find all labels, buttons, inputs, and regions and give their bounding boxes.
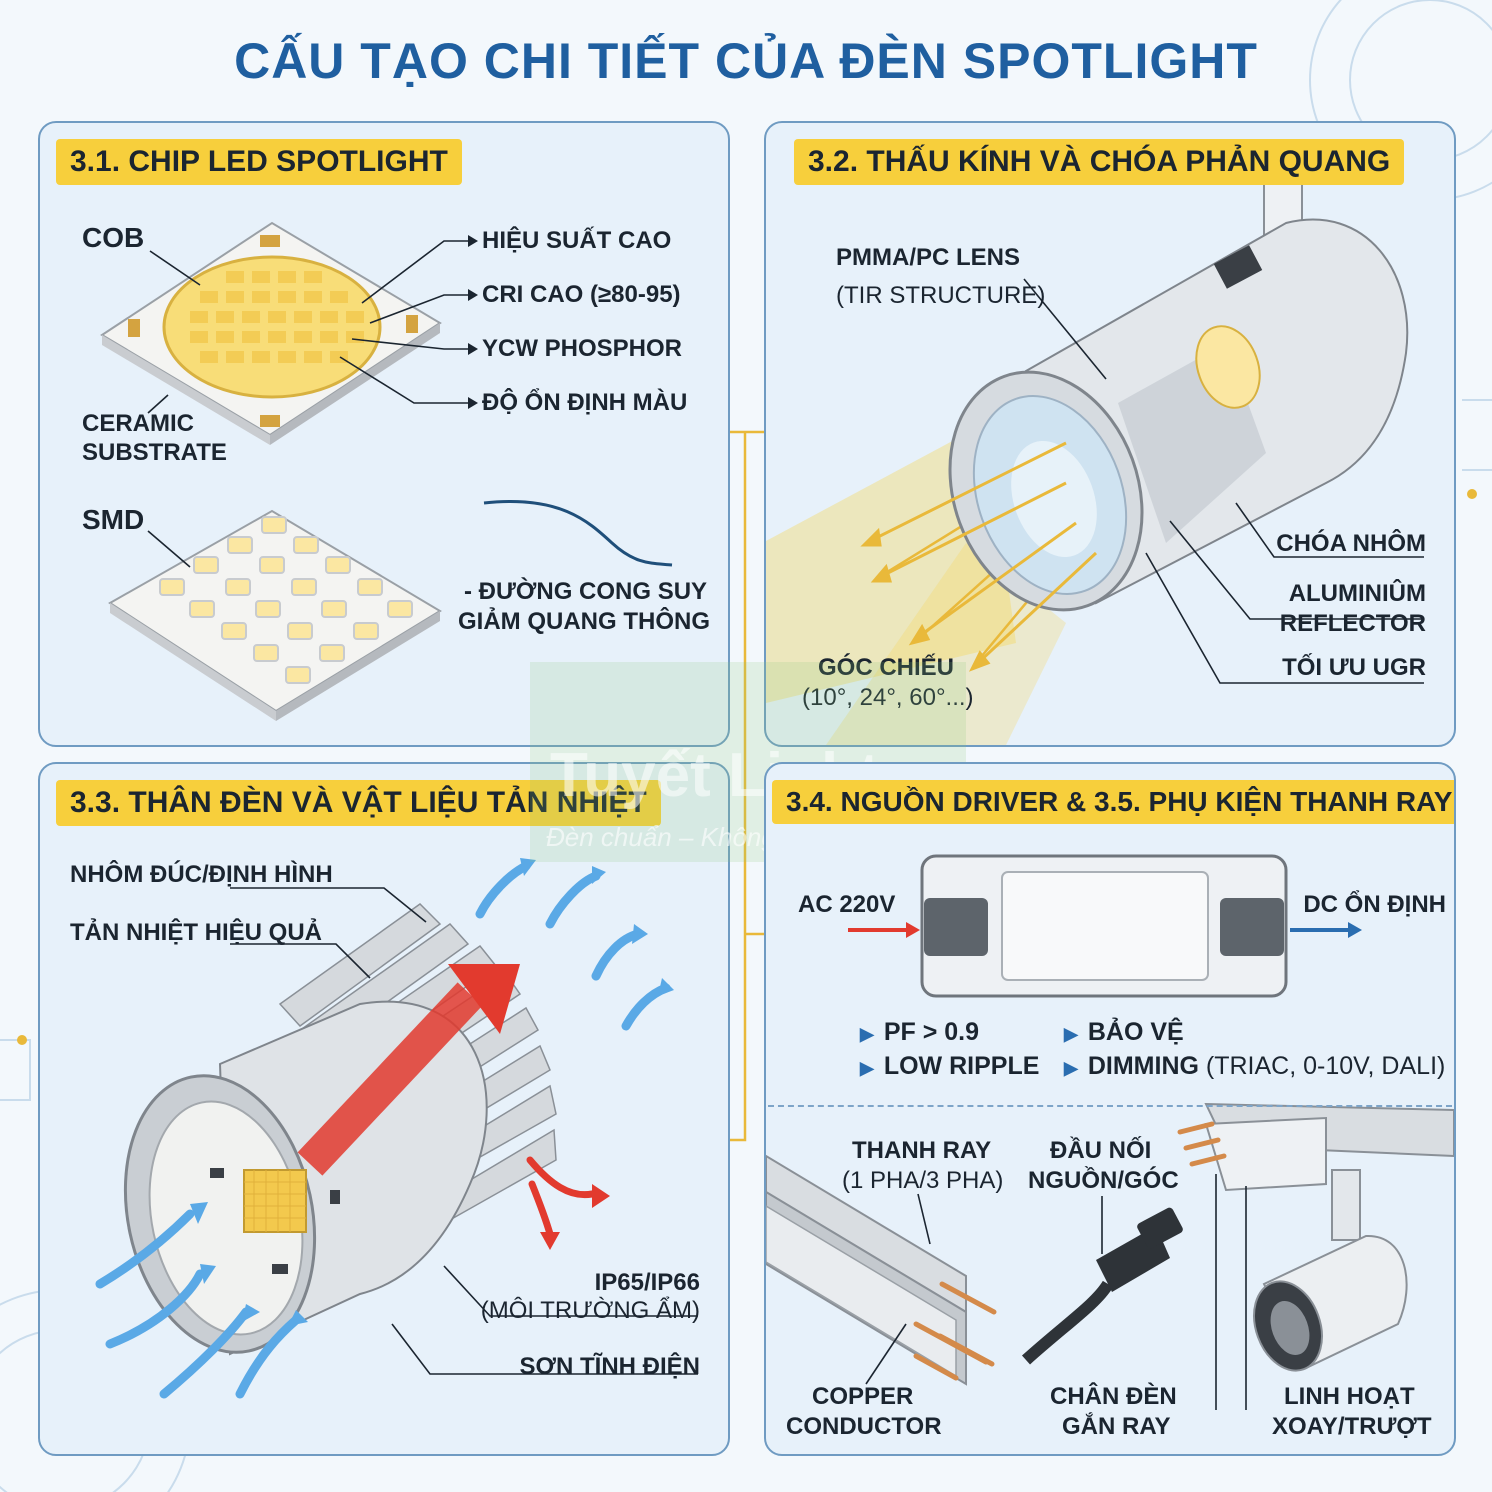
bullet-dimming: ▶ DIMMING (TRIAC, 0-10V, DALI) [1064,1052,1445,1081]
paint-label: SƠN TĨNH ĐIỆN [519,1353,700,1380]
bullet-protection: ▶ BẢO VỆ [1064,1018,1184,1047]
reflector-label-1: CHÓA NHÔM [1276,530,1426,557]
reflector-label-3: REFLECTOR [1279,610,1426,637]
curve-label-2: GIẢM QUANG THÔNG [458,608,710,635]
panel-chip-led: 3.1. CHIP LED SPOTLIGHT [38,121,730,747]
flex-label-1: LINH HOẠT [1284,1383,1415,1410]
page-title: CẤU TẠO CHI TIẾT CỦA ĐÈN SPOTLIGHT [234,33,1258,89]
driver-track-illustration [766,854,1454,1410]
panel-2-header: 3.2. THẤU KÍNH VÀ CHÓA PHẢN QUANG [794,139,1405,185]
flex-label-2: XOAY/TRƯỢT [1272,1413,1432,1440]
rail-label: THANH RAY [852,1137,992,1164]
panel-body-heatsink: 3.3. THÂN ĐÈN VÀ VẬT LIỆU TẢN NHIỆT NHÔM… [38,762,730,1456]
copper-label-1: COPPER [812,1383,914,1410]
bullet-ripple: ▶ LOW RIPPLE [860,1052,1039,1081]
bullet-triangle-icon: ▶ [860,1024,874,1044]
copper-label-2: CONDUCTOR [786,1413,942,1440]
feature-1: HIỆU SUẤT CAO [482,227,672,254]
connector-label-2: NGUỒN/GÓC [1028,1167,1179,1194]
bullet-protection-text: BẢO VỆ [1087,1018,1184,1046]
ac-input-label: AC 220V [798,891,896,918]
lens-sub-label: (TIR STRUCTURE) [836,282,1046,309]
dc-output-label: DC ỔN ĐỊNH [1303,891,1446,918]
feature-2: CRI CAO (≥80-95) [482,281,681,308]
feature-4: ĐỘ ỔN ĐỊNH MÀU [482,389,688,416]
panel-4-header: 3.4. NGUỒN DRIVER & 3.5. PHỤ KIỆN THANH … [772,780,1454,824]
panel-driver-track: 3.4. NGUỒN DRIVER & 3.5. PHỤ KIỆN THANH … [764,762,1456,1456]
bullet-pf: ▶ PF > 0.9 [860,1018,979,1047]
bullet-triangle-icon: ▶ [860,1058,874,1078]
reflector-label-2: ALUMINIÛM [1288,580,1426,607]
ceramic-label-1: CERAMIC [82,410,194,437]
feature-3: YCW PHOSPHOR [482,335,683,362]
aluminum-label: NHÔM ĐÚC/ĐỊNH HÌNH [70,861,333,888]
panel-3-header: 3.3. THÂN ĐÈN VÀ VẬT LIỆU TẢN NHIỆT [56,780,661,826]
panel-lens-reflector: 3.2. THẤU KÍNH VÀ CHÓA PHẢN QUANG PMMA/P… [764,121,1456,747]
heatsink-illustration [95,858,698,1399]
connector-label-1: ĐẦU NỐI [1050,1137,1152,1164]
bullet-triangle-icon: ▶ [1064,1024,1078,1044]
cob-label: COB [82,222,145,253]
ip-rating-label: IP65/IP66 [594,1269,700,1296]
mount-label-1: CHÂN ĐÈN [1050,1383,1177,1410]
cob-chip-illustration [100,221,673,721]
section-divider [768,1105,1452,1107]
smd-label: SMD [82,504,145,535]
bullet-triangle-icon: ▶ [1064,1058,1078,1078]
spotlight-lens-illustration [766,182,1424,745]
curve-label-1: - ĐƯỜNG CONG SUY [464,578,708,605]
reflector-label-4: TỐI ƯU UGR [1282,654,1426,681]
bullet-ripple-text: LOW RIPPLE [883,1052,1040,1080]
ip-rating-sub-label: (MÔI TRƯỜNG ẨM) [480,1297,700,1324]
panel-1-header: 3.1. CHIP LED SPOTLIGHT [56,139,462,185]
dimming-sub-text: (TRIAC, 0-10V, DALI) [1205,1052,1446,1080]
beam-angle-label: GÓC CHIẾU [818,654,955,681]
beam-angle-sub-label: (10°, 24°, 60°...) [802,684,974,711]
heat-dissipation-label: TẢN NHIỆT HIỆU QUẢ [70,919,322,946]
bullet-dimming-text: DIMMING [1087,1052,1199,1080]
lens-label: PMMA/PC LENS [836,244,1021,271]
bullet-pf-text: PF > 0.9 [883,1018,980,1046]
rail-sub-label: (1 PHA/3 PHA) [842,1167,1004,1194]
ceramic-label-2: SUBSTRATE [82,439,227,466]
mount-label-2: GẮN RAY [1062,1413,1171,1440]
